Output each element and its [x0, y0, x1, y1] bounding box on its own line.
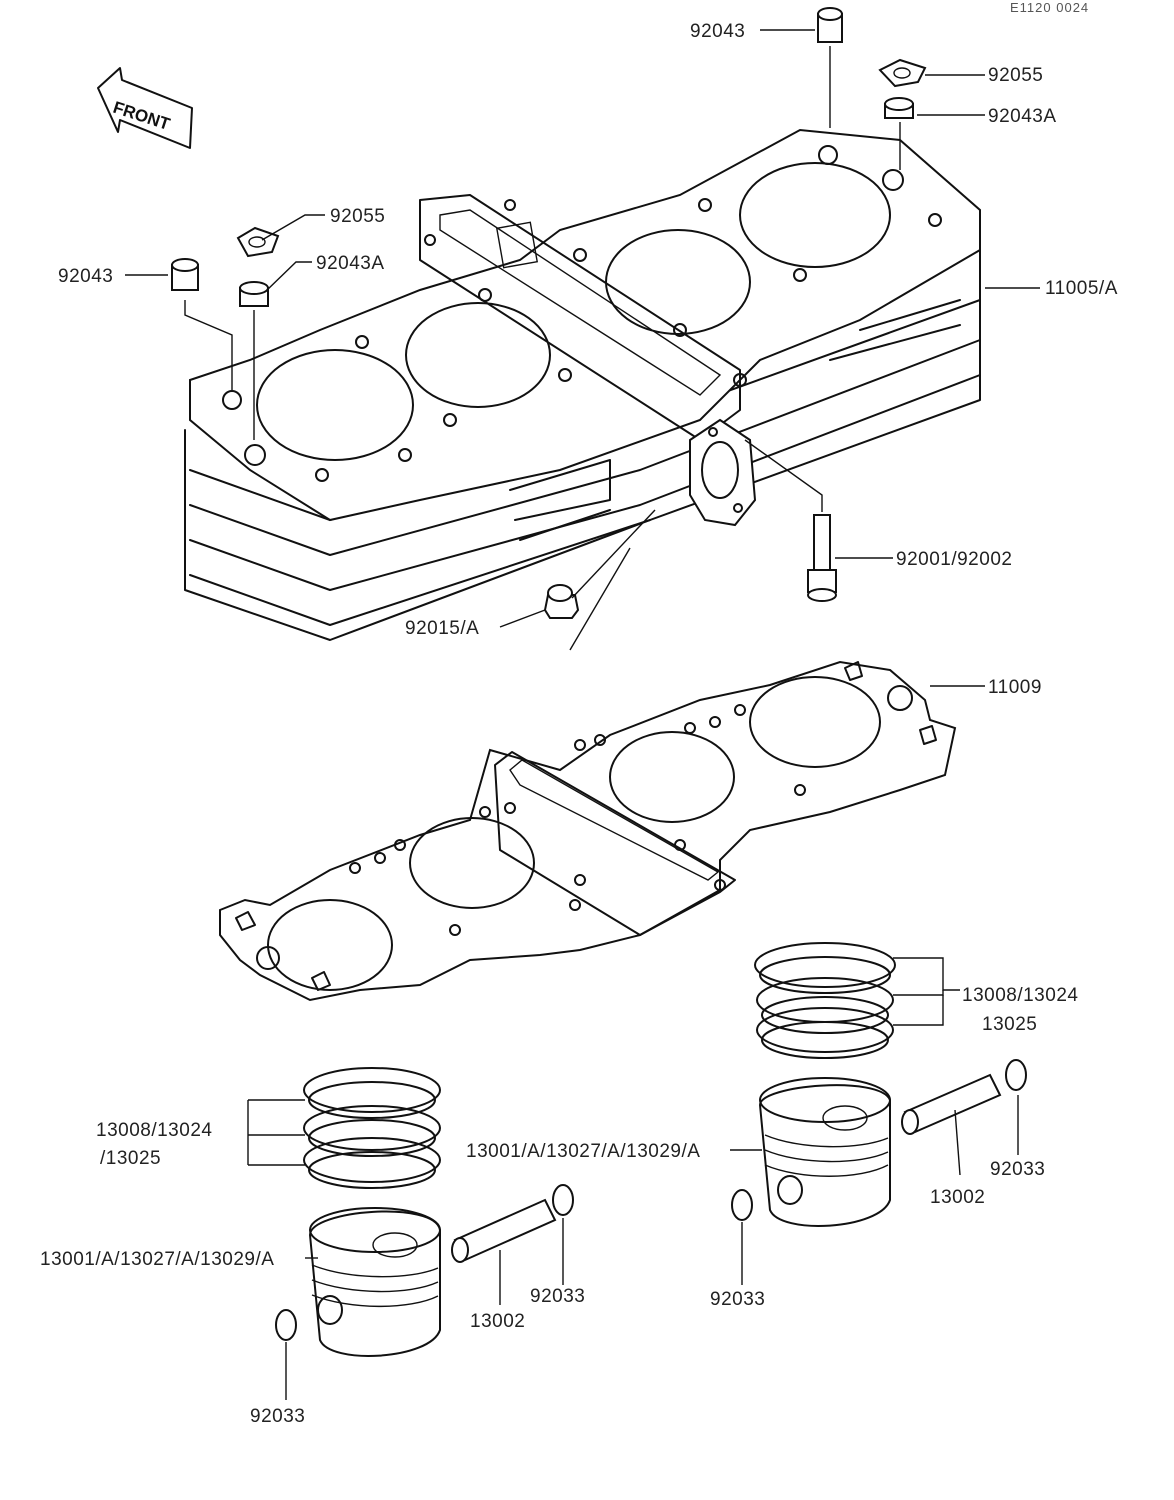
stud-bolt — [744, 439, 837, 602]
dowel-pin-top — [817, 7, 843, 128]
callout-92055-top: 92055 — [988, 65, 1043, 86]
leader-lines — [125, 29, 1040, 1259]
front-arrow-icon: FRONT — [97, 67, 193, 149]
oring-left — [236, 226, 280, 258]
callout-92001-92002: 92001/92002 — [896, 549, 1012, 570]
diagram-ref-code: E1120 0024 — [1010, 0, 1089, 15]
piston-right — [758, 1077, 891, 1227]
callout-13008-13024-right: 13008/13024 — [962, 985, 1078, 1006]
circlip-right-a — [1005, 1059, 1027, 1155]
callout-13002-right: 13002 — [930, 1187, 985, 1208]
callout-11009: 11009 — [988, 677, 1042, 698]
piston-left — [308, 1207, 441, 1357]
callout-92033-left-a: 92033 — [530, 1286, 585, 1307]
callout-13025-left: /13025 — [100, 1148, 161, 1169]
piston-pin-left — [451, 1198, 557, 1305]
piston-pin-right — [901, 1073, 1002, 1176]
cap-nut — [543, 509, 656, 651]
callout-92043a-top: 92043A — [988, 106, 1057, 127]
callout-92043a-left: 92043A — [316, 253, 385, 274]
callout-92033-right-a: 92033 — [990, 1159, 1045, 1180]
callout-13001-left: 13001/A/13027/A/13029/A — [40, 1249, 274, 1270]
piston-rings-right — [754, 942, 960, 1059]
oring-top — [878, 58, 927, 88]
cylinder-block — [184, 128, 981, 641]
callout-92043-left: 92043 — [58, 266, 113, 287]
circlip-right-b — [731, 1189, 753, 1285]
callout-13001-right: 13001/A/13027/A/13029/A — [466, 1141, 700, 1162]
callout-92033-left-b: 92033 — [250, 1406, 305, 1427]
callout-labels: 92043 92055 92043A 92055 92043A 92043 11… — [40, 21, 1118, 1427]
callout-13025-right: 13025 — [982, 1014, 1037, 1035]
callout-13008-13024-left: 13008/13024 — [96, 1120, 212, 1141]
circlip-left-b — [275, 1309, 297, 1400]
dowel-a-left — [239, 281, 269, 440]
callout-92015a: 92015/A — [405, 618, 479, 639]
base-gasket — [219, 660, 957, 1002]
callout-11005a: 11005/A — [1045, 278, 1118, 299]
callout-92033-right-b: 92033 — [710, 1289, 765, 1310]
piston-rings-left — [247, 1067, 441, 1189]
callout-92043-top: 92043 — [690, 21, 745, 42]
dowel-a-top — [884, 97, 914, 170]
callout-13002-left: 13002 — [470, 1311, 525, 1332]
circlip-left-a — [552, 1184, 574, 1285]
dowel-pin-left — [171, 258, 233, 390]
callout-92055-left: 92055 — [330, 206, 385, 227]
